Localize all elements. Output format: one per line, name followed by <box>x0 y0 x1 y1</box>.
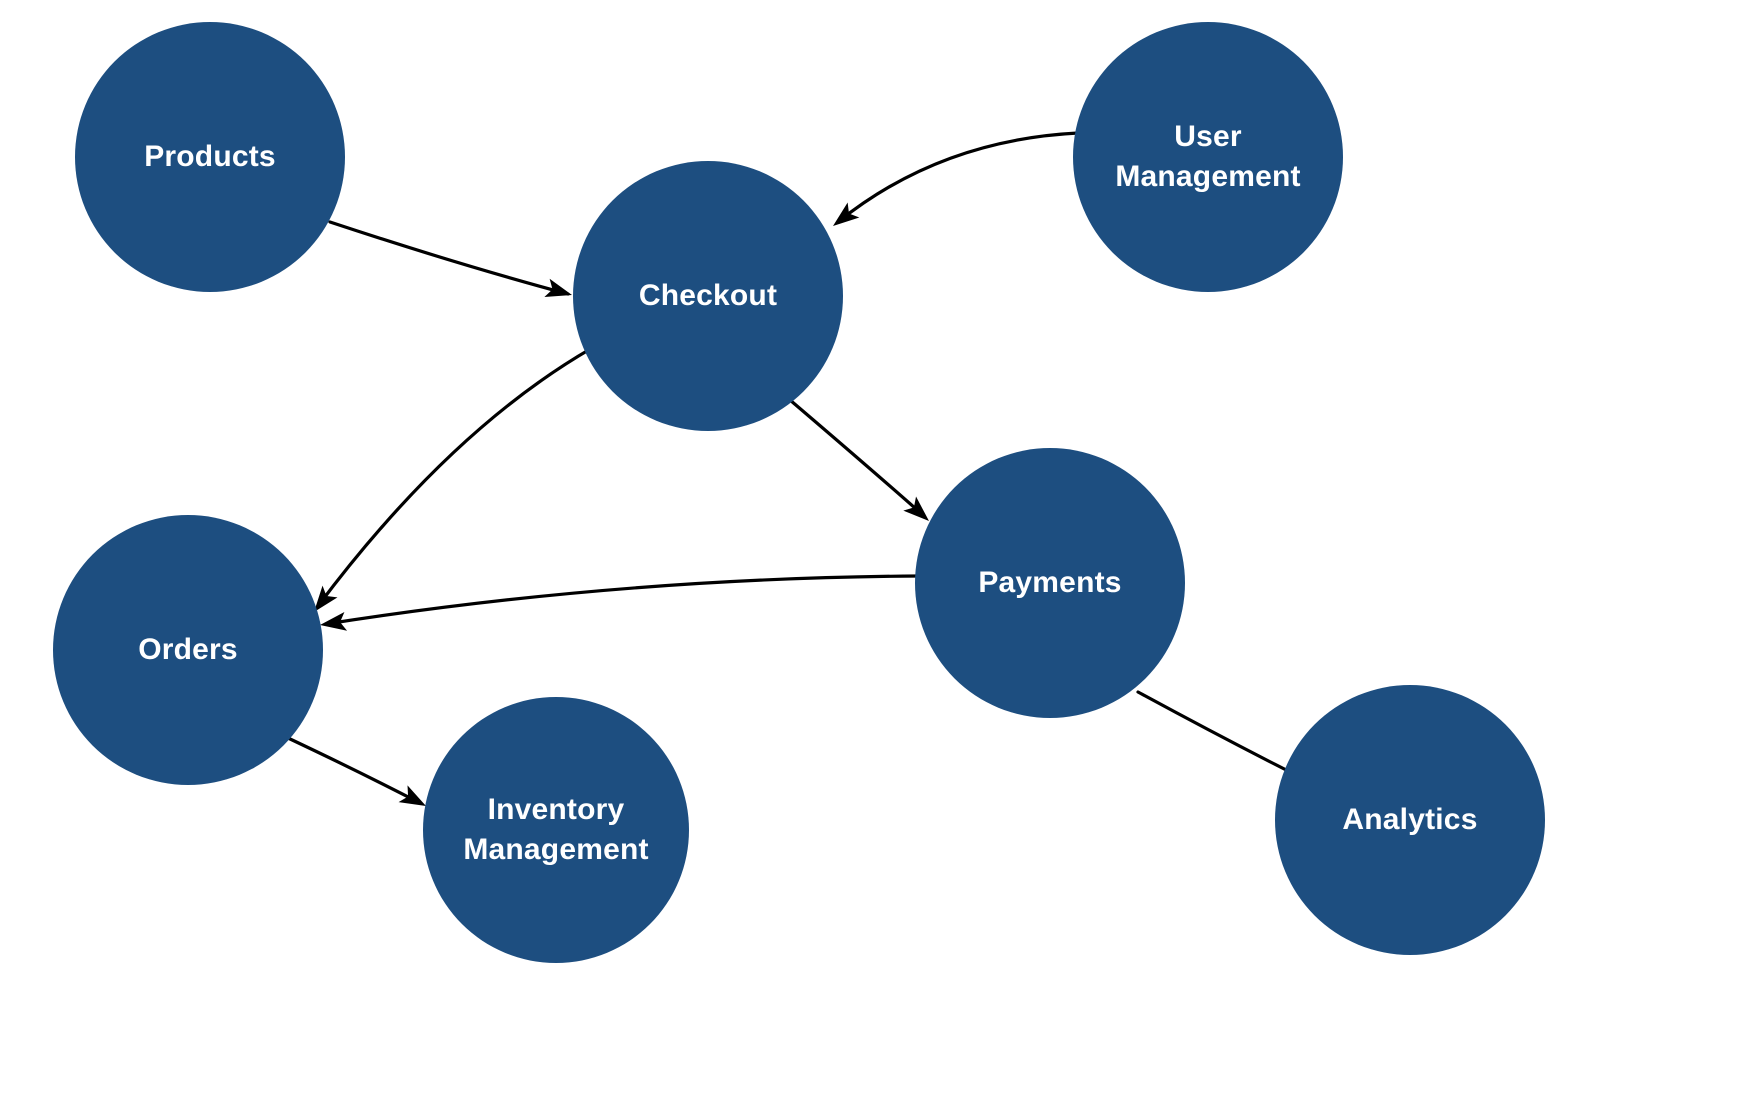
node-label-inventory-management: Inventory Management <box>463 793 649 866</box>
node-label-user-management: User Management <box>1115 120 1301 193</box>
arrowhead-user_mgmt-to-checkout <box>833 202 860 226</box>
edge-products-to-checkout <box>328 220 570 296</box>
arrowhead-orders-to-inventory <box>398 785 426 806</box>
edge-orders-to-inventory <box>286 736 422 805</box>
arrowhead-checkout-to-payments <box>903 496 929 521</box>
node-payments[interactable]: Payments <box>915 448 1185 718</box>
node-label-checkout: Checkout <box>638 279 778 313</box>
node-checkout[interactable]: Checkout <box>573 161 843 431</box>
node-label-orders: Orders <box>138 633 238 667</box>
node-user-management[interactable]: User Management <box>1073 22 1343 292</box>
node-label-analytics: Analytics <box>1342 803 1478 837</box>
arrowhead-products-to-checkout <box>544 278 572 297</box>
edge-checkout-to-payments <box>788 398 926 518</box>
node-analytics[interactable]: Analytics <box>1275 685 1545 955</box>
node-inventory-management[interactable]: Inventory Management <box>423 697 689 963</box>
node-label-payments: Payments <box>978 566 1122 600</box>
edge-payments-to-orders <box>324 574 920 626</box>
arrowhead-payments-to-orders <box>320 611 348 631</box>
node-label-products: Products <box>144 140 276 174</box>
edge-user_mgmt-to-checkout <box>836 131 1080 224</box>
edge-checkout-to-orders <box>316 346 594 608</box>
node-products[interactable]: Products <box>75 22 345 292</box>
node-orders[interactable]: Orders <box>53 515 323 785</box>
arrowhead-checkout-to-orders <box>314 585 338 612</box>
